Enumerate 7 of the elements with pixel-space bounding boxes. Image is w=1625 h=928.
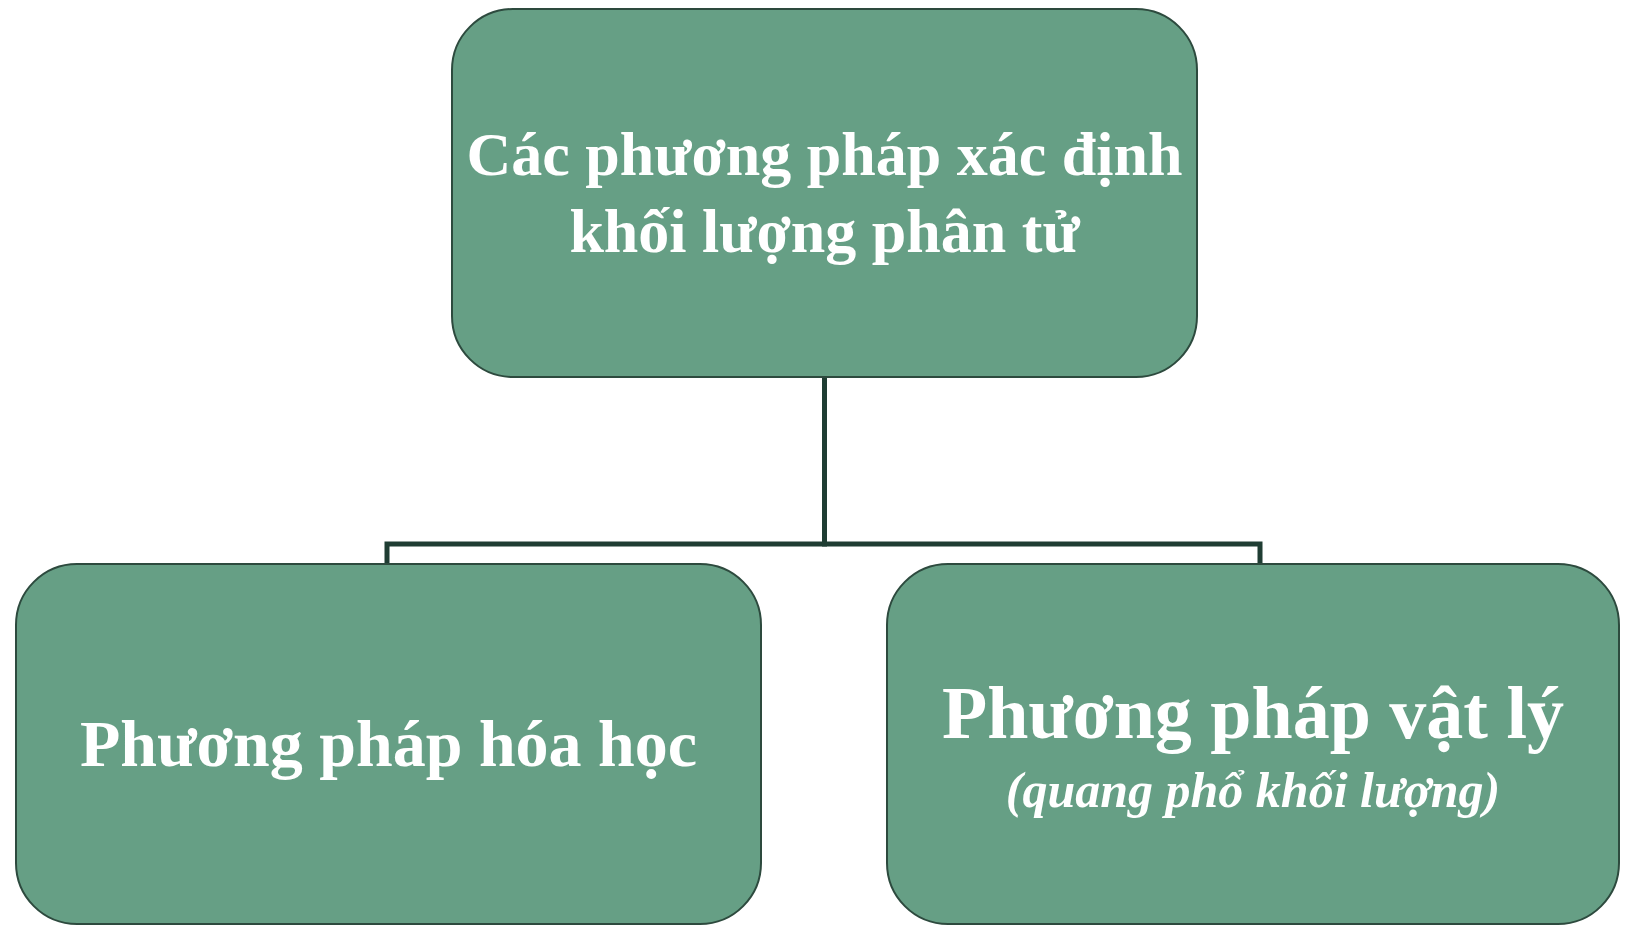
- box-title: Phương pháp vật lý: [941, 670, 1565, 756]
- box-title: Phương pháp hóa học: [79, 705, 698, 782]
- rounded-box: [15, 563, 762, 925]
- box-subtitle: (quang phổ khối lượng): [1005, 761, 1501, 820]
- rounded-box: [451, 8, 1198, 378]
- box-title: Các phương pháp xác định khối lượng phân tử: [465, 118, 1184, 267]
- rounded-box: [886, 563, 1620, 925]
